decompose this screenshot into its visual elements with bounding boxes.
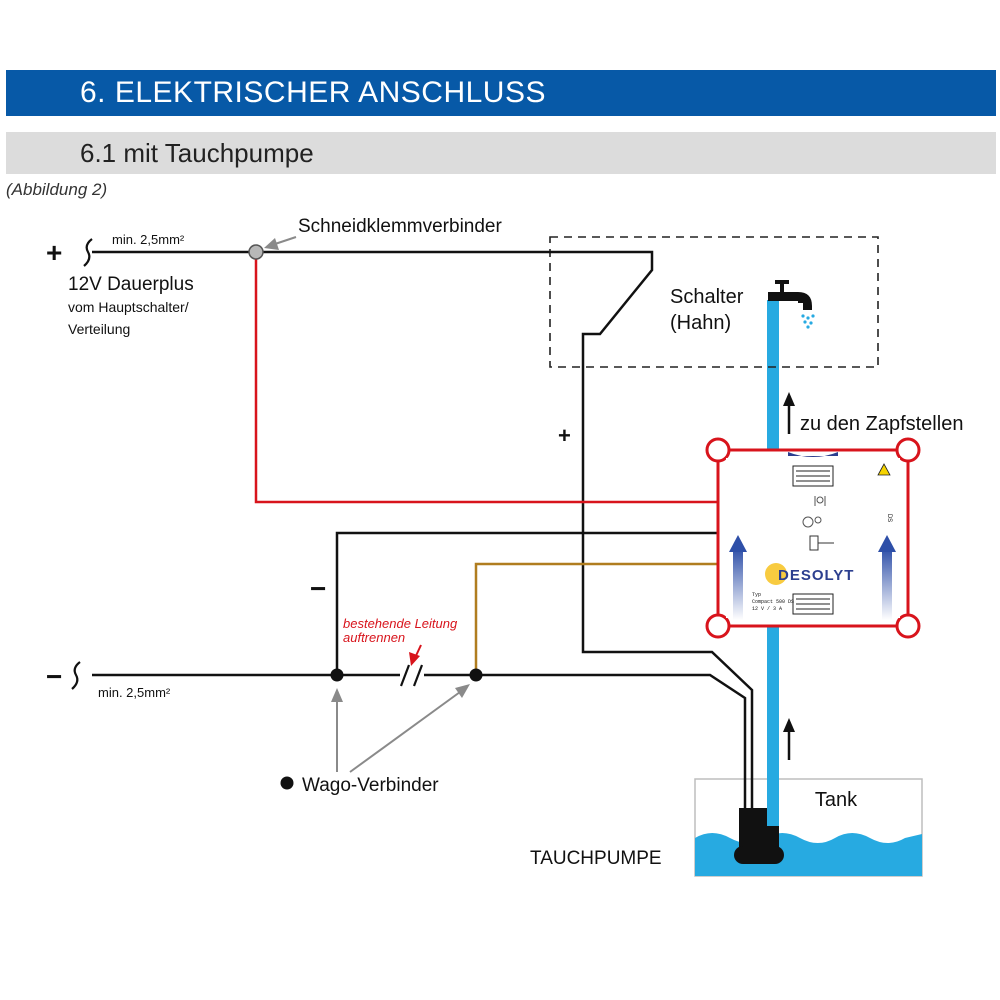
device-side-text: DS (886, 514, 892, 522)
negative-wire-right (424, 673, 747, 820)
tap-icon (768, 280, 815, 329)
minus-terminal-sign: − (46, 661, 62, 692)
supply-line1: vom Hauptschalter/ (68, 299, 189, 315)
flow-up-arrow-top (783, 392, 795, 434)
flow-up-arrow-bottom (783, 718, 795, 760)
switch-box (549, 236, 879, 368)
piercing-connector (248, 244, 264, 260)
positive-wire (92, 250, 754, 820)
switch-label-line1: Schalter (670, 286, 744, 308)
figure-caption: (Abbildung 2) (6, 180, 108, 199)
device-brand: DESOLYT (778, 567, 854, 584)
red-wire (254, 252, 718, 504)
cut-instruction-line1: bestehende Leitung (343, 616, 458, 631)
pump-label: TAUCHPUMPE (530, 848, 662, 869)
device-rating: 12 V / 3 A (752, 606, 782, 612)
cut-mark-left (399, 664, 411, 687)
cut-pointer-arrow (409, 644, 422, 666)
wago-pointer-arrows (331, 684, 470, 773)
switch-label-line2: (Hahn) (670, 312, 731, 334)
wago-connector-right (469, 668, 483, 682)
wago-legend-dot (280, 776, 294, 790)
wire-end-positive (83, 238, 93, 267)
subsection-header: 6.1 mit Tauchpumpe (6, 132, 996, 174)
cut-mark-right (412, 664, 424, 687)
section-title: 6. ELEKTRISCHER ANSCHLUSS (80, 76, 546, 109)
supply-line2: Verteilung (68, 321, 130, 337)
device-top-tag: DESOL (805, 457, 822, 463)
plus-wire-gauge-label: min. 2,5mm² (112, 232, 185, 247)
section-header: 6. ELEKTRISCHER ANSCHLUSS (6, 70, 996, 116)
control-negative-wire (335, 531, 718, 675)
tank-label: Tank (815, 789, 858, 811)
negative-mid-sign: − (310, 573, 326, 604)
wire-end-negative (71, 661, 81, 690)
subsection-title: 6.1 mit Tauchpumpe (80, 138, 314, 168)
wago-label: Wago-Verbinder (302, 775, 439, 796)
submersible-pump (734, 808, 784, 864)
brown-wire (474, 562, 718, 675)
device-type-label: Typ (752, 592, 761, 598)
cut-instruction-line2: auftrennen (343, 630, 405, 645)
connector-label: Schneidklemmverbinder (298, 216, 502, 237)
minus-wire-gauge-label: min. 2,5mm² (98, 685, 171, 700)
connector-pointer-arrow (264, 236, 297, 250)
wago-connector-left (330, 668, 344, 682)
outlet-label: zu den Zapfstellen (800, 413, 963, 435)
plus-terminal-sign: + (46, 237, 62, 268)
sun-logo-icon (765, 563, 787, 585)
supply-title: 12V Dauerplus (68, 274, 194, 295)
positive-mid-sign: + (558, 423, 571, 448)
desolyt-controller: DESOL DS DESOLYT Typ Compact 500 DS 12 V… (705, 437, 921, 639)
device-model: Compact 500 DS (752, 599, 794, 605)
